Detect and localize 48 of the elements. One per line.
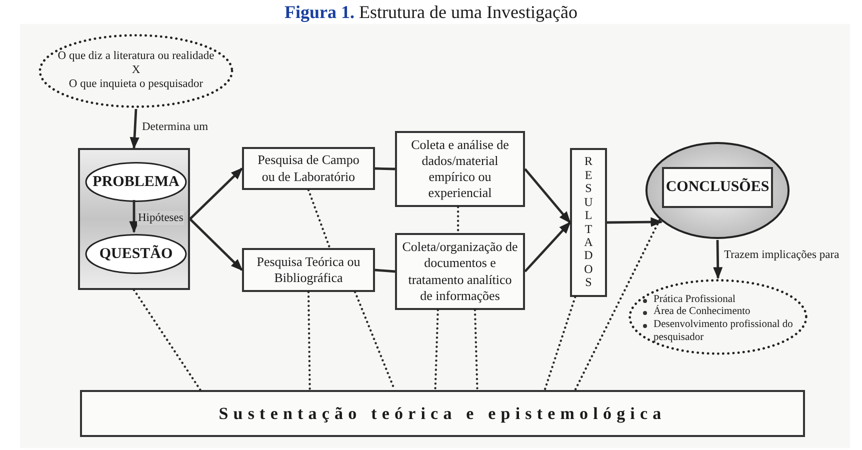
process-box bbox=[662, 167, 773, 208]
vertical-label: RESULTADOS bbox=[583, 155, 594, 290]
process-box bbox=[395, 131, 525, 207]
node-text: Pesquisa de Campo ou de Laboratório bbox=[256, 152, 360, 185]
process-box bbox=[242, 147, 375, 190]
arrow bbox=[189, 168, 243, 220]
edge-label: Trazem implicações para bbox=[723, 248, 840, 262]
node-text: Coleta/organização de documentos e tratamento analítico de informações bbox=[401, 239, 519, 304]
dotted-connector bbox=[132, 288, 202, 392]
connector-line bbox=[374, 268, 396, 273]
process-box bbox=[242, 248, 375, 292]
list-item-text: Prática Profissional bbox=[654, 294, 736, 305]
ellipse-node bbox=[38, 33, 234, 109]
dotted-connector bbox=[544, 296, 576, 392]
list-item-text: Área de Conhecimento bbox=[654, 306, 752, 319]
dotted-connector bbox=[574, 219, 661, 392]
process-box bbox=[395, 233, 525, 310]
arrow bbox=[189, 218, 243, 271]
dotted-connector bbox=[474, 308, 478, 392]
figure-title: Figura 1. Estrutura de uma Investigação bbox=[284, 1, 578, 23]
node-text: Pesquisa Teórica ou Bibliográfica bbox=[256, 254, 362, 286]
dotted-connector bbox=[307, 290, 311, 392]
ellipse-node bbox=[85, 162, 187, 202]
arrow bbox=[524, 222, 571, 272]
ellipse-node bbox=[628, 278, 808, 356]
node-text: O que diz a literatura ou realidade bbox=[58, 50, 214, 64]
node-text: QUESTÃO bbox=[99, 244, 173, 264]
node-text: Sustentação teórica e epistemológica bbox=[218, 402, 666, 425]
node-text: O que inquieta o pesquisador bbox=[68, 78, 204, 92]
node-text: PROBLEMA bbox=[92, 172, 180, 192]
list-item-text: Desenvolvimento profissional do pesquisador bbox=[654, 319, 794, 344]
node-text: CONCLUSÕES bbox=[666, 177, 770, 198]
shaded-frame bbox=[78, 148, 190, 290]
edge-label: Hipóteses bbox=[137, 211, 184, 225]
arrow bbox=[524, 168, 571, 224]
arrow bbox=[129, 200, 139, 234]
connector-line bbox=[374, 167, 396, 170]
shaded-ellipse bbox=[645, 141, 790, 240]
arrow bbox=[713, 240, 723, 280]
node-text: Coleta e análise de dados/material empírico ou experiencial bbox=[410, 136, 510, 202]
dotted-connector bbox=[307, 188, 331, 250]
arrow bbox=[606, 217, 663, 227]
process-box bbox=[80, 390, 805, 437]
vertical-box bbox=[570, 148, 607, 297]
node-text: X bbox=[132, 64, 140, 78]
arrow bbox=[130, 108, 140, 150]
ellipse-node bbox=[85, 234, 187, 274]
dotted-connector bbox=[434, 308, 439, 392]
